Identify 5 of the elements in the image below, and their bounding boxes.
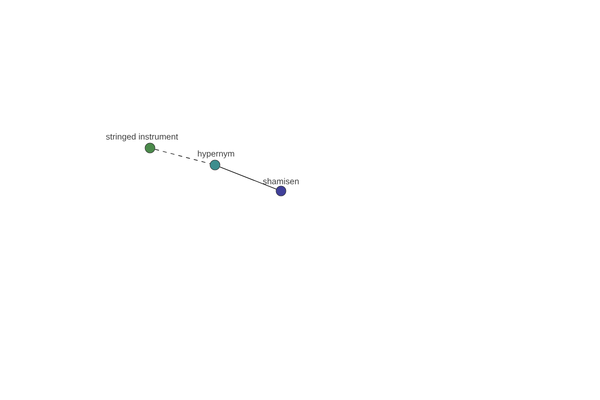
node-label: shamisen: [263, 178, 299, 184]
connector-line: [220, 166, 276, 190]
node-label: hypernym: [198, 150, 234, 158]
node-label: stringed instrument: [106, 133, 178, 142]
connector-line: [154, 149, 210, 164]
